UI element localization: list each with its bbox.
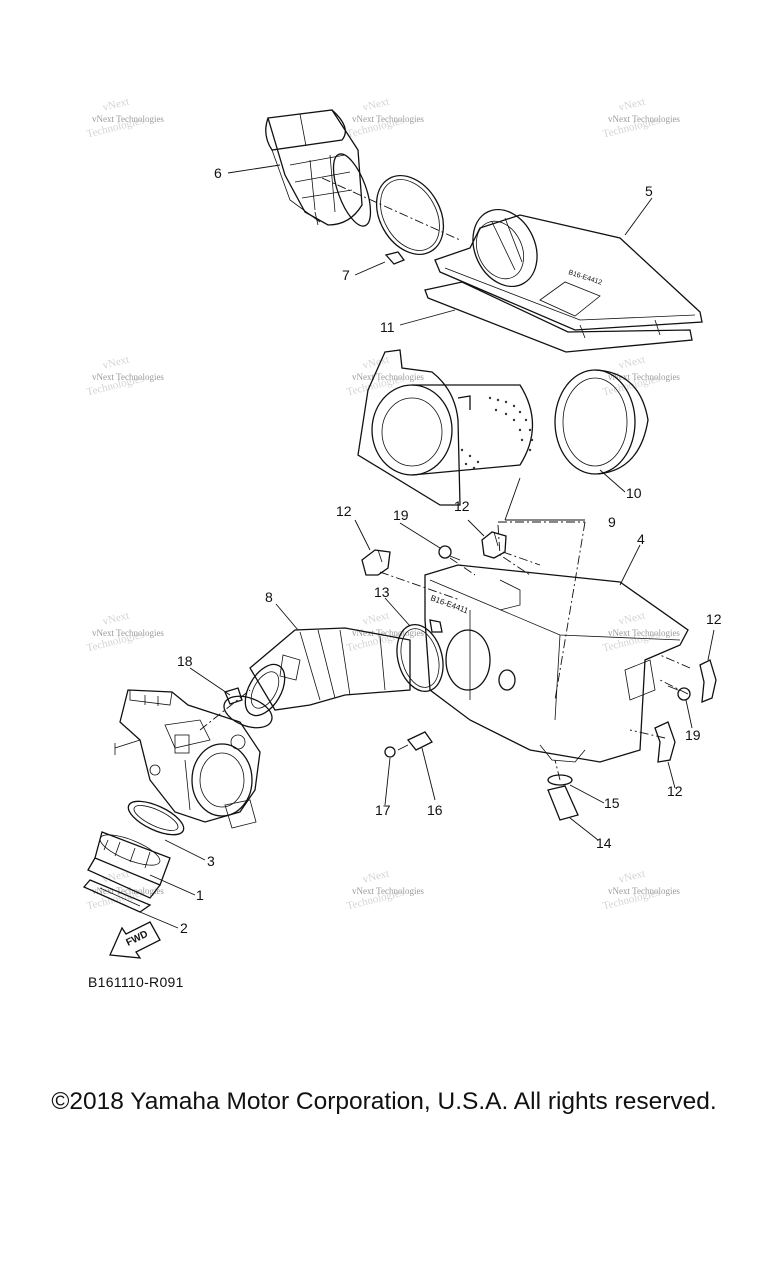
part-joint-hose bbox=[244, 627, 411, 717]
callout-16: 16 bbox=[427, 802, 443, 818]
part-bolt bbox=[667, 685, 691, 701]
watermark: vNext vNext Technologies Technologies bbox=[345, 96, 424, 141]
part-air-box-cover: B16-E4412 bbox=[434, 208, 703, 339]
copyright-notice: ©2018 Yamaha Motor Corporation, U.S.A. A… bbox=[51, 1088, 717, 1115]
svg-text:vNext: vNext bbox=[361, 354, 390, 372]
callout-5: 5 bbox=[645, 183, 653, 199]
callout-12: 12 bbox=[454, 498, 470, 514]
callout-2: 2 bbox=[180, 920, 188, 936]
svg-text:vNext Technologies: vNext Technologies bbox=[352, 372, 424, 382]
callout-17: 17 bbox=[375, 802, 391, 818]
svg-text:vNext: vNext bbox=[617, 354, 646, 372]
svg-text:vNext: vNext bbox=[101, 610, 130, 628]
watermark: vNext vNext Technologies Technologies bbox=[601, 96, 680, 141]
part-throttle-gasket bbox=[127, 800, 185, 836]
part-drain-clip bbox=[547, 774, 573, 786]
svg-text:vNext: vNext bbox=[361, 868, 390, 886]
part-hose-clamp bbox=[396, 619, 444, 692]
svg-text:vNext Technologies: vNext Technologies bbox=[608, 886, 680, 896]
part-clamp-band bbox=[375, 175, 445, 265]
callout-12: 12 bbox=[336, 503, 352, 519]
callout-9: 9 bbox=[608, 514, 616, 530]
part-drain-hose bbox=[547, 785, 579, 821]
drawing-code: B161110-R091 bbox=[88, 974, 184, 990]
watermark: vNext vNext Technologies Technologies bbox=[85, 354, 164, 399]
part-bolt bbox=[438, 545, 461, 561]
svg-text:vNext: vNext bbox=[361, 610, 390, 628]
part-throttle-clamp bbox=[223, 687, 273, 729]
part-throttle-body bbox=[114, 689, 261, 829]
svg-text:vNext Technologies: vNext Technologies bbox=[608, 114, 680, 124]
svg-text:vNext Technologies: vNext Technologies bbox=[92, 886, 164, 896]
fwd-arrow-icon: FWD bbox=[109, 921, 161, 959]
watermark: vNext vNext Technologies Technologies bbox=[345, 354, 424, 399]
callout-6: 6 bbox=[214, 165, 222, 181]
part-air-filter-element bbox=[357, 349, 534, 506]
callout-3: 3 bbox=[207, 853, 215, 869]
svg-text:vNext Technologies: vNext Technologies bbox=[92, 372, 164, 382]
svg-text:vNext Technologies: vNext Technologies bbox=[92, 114, 164, 124]
part-filter-ring bbox=[554, 369, 649, 475]
fwd-label: FWD bbox=[124, 929, 149, 949]
part-screw bbox=[397, 731, 433, 751]
svg-text:vNext: vNext bbox=[361, 96, 390, 114]
svg-text:vNext: vNext bbox=[101, 354, 130, 372]
callout-12: 12 bbox=[706, 611, 722, 627]
part-clip bbox=[361, 549, 391, 576]
svg-text:vNext: vNext bbox=[617, 868, 646, 886]
watermark: vNext vNext Technologies Technologies bbox=[85, 610, 164, 655]
svg-text:vNext: vNext bbox=[617, 96, 646, 114]
part-screw bbox=[384, 746, 396, 758]
filter-mesh-dots bbox=[460, 396, 534, 470]
callout-1: 1 bbox=[196, 887, 204, 903]
callout-13: 13 bbox=[374, 584, 390, 600]
svg-text:vNext Technologies: vNext Technologies bbox=[352, 628, 424, 638]
svg-text:vNext Technologies: vNext Technologies bbox=[352, 886, 424, 896]
part-cover-gasket bbox=[424, 281, 693, 353]
svg-text:vNext Technologies: vNext Technologies bbox=[352, 114, 424, 124]
svg-text:vNext: vNext bbox=[101, 96, 130, 114]
part-clip bbox=[481, 531, 507, 559]
svg-text:vNext Technologies: vNext Technologies bbox=[608, 372, 680, 382]
svg-text:vNext Technologies: vNext Technologies bbox=[92, 628, 164, 638]
watermark: vNext vNext Technologies Technologies bbox=[85, 96, 164, 141]
callout-14: 14 bbox=[596, 835, 612, 851]
callout-4: 4 bbox=[637, 531, 645, 547]
callout-10: 10 bbox=[626, 485, 642, 501]
callout-11: 11 bbox=[380, 319, 395, 335]
callout-12: 12 bbox=[667, 783, 683, 799]
callout-19: 19 bbox=[685, 727, 701, 743]
callout-7: 7 bbox=[342, 267, 350, 283]
part-air-box-case: B16-E4411 bbox=[424, 564, 689, 763]
leader-lines bbox=[139, 164, 715, 929]
svg-text:vNext: vNext bbox=[617, 610, 646, 628]
callout-8: 8 bbox=[265, 589, 273, 605]
svg-text:vNext Technologies: vNext Technologies bbox=[608, 628, 680, 638]
svg-text:B16-E4412: B16-E4412 bbox=[567, 269, 603, 287]
watermark: vNext vNext Technologies Technologies bbox=[345, 610, 424, 655]
callout-15: 15 bbox=[604, 795, 620, 811]
watermark: vNext vNext Technologies Technologies bbox=[601, 868, 680, 913]
part-intake-manifold bbox=[87, 831, 171, 899]
part-intake-duct bbox=[265, 109, 372, 227]
watermark: vNext vNext Technologies Technologies bbox=[345, 868, 424, 913]
part-clip bbox=[699, 659, 717, 704]
callout-18: 18 bbox=[177, 653, 193, 669]
callout-19: 19 bbox=[393, 507, 409, 523]
center-lines bbox=[199, 177, 691, 781]
callouts: 6 7 5 11 10 9 12 19 12 4 8 13 12 18 19 1… bbox=[177, 165, 722, 936]
part-clip bbox=[654, 721, 676, 763]
